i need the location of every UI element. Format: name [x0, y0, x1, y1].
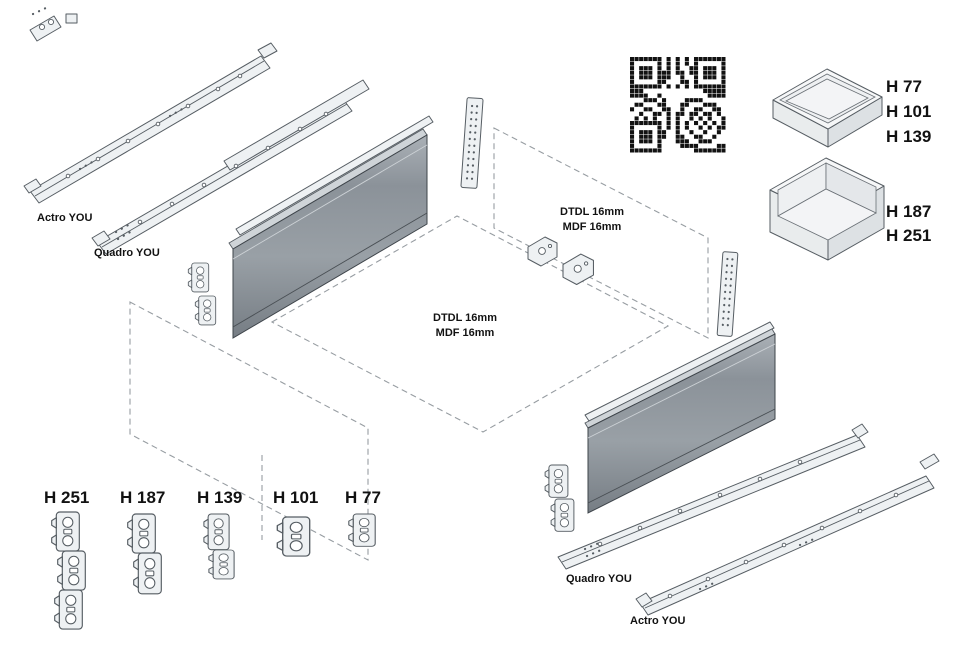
rail-body: [29, 55, 271, 204]
back-panel-label-1: DTDL 16mm: [560, 206, 624, 218]
front-bracket-icon: [348, 513, 376, 547]
front-bracket-label: H 251: [44, 488, 89, 507]
front-bracket-icon: [203, 513, 230, 551]
front-bracket-icon: [133, 552, 162, 595]
bottom-panel-label-1: DTDL 16mm: [433, 312, 497, 324]
front-bracket-icon: [57, 550, 86, 591]
coupling-clip-icon: [550, 498, 575, 532]
coupling-clip-icon: [544, 464, 569, 498]
panel-face: [232, 134, 428, 339]
coupling-brackets-right: [544, 464, 575, 532]
drawer-box-shallow: [772, 68, 883, 148]
slide-rail-quadro-top: Quadro YOU: [91, 79, 370, 259]
back-panel-dashed: DTDL 16mm MDF 16mm: [493, 127, 709, 339]
front-bracket-icon: [54, 589, 83, 630]
angle-bracket-2: [562, 253, 594, 286]
panel-face: [587, 333, 776, 514]
fitting-body: [29, 15, 62, 42]
mounting-strip-back: [716, 251, 739, 337]
rail-inner-member: [223, 79, 370, 171]
back-panel-outline: [493, 127, 709, 339]
height-label-h251: H 251: [886, 226, 931, 245]
bottom-panel-dashed: DTDL 16mm MDF 16mm: [270, 215, 670, 433]
slide-rail-actro-bottom: Actro YOU: [630, 453, 940, 627]
drawer-side-panel-right: [584, 328, 776, 514]
coupling-clip-icon: [194, 295, 217, 326]
qr-code: [630, 57, 726, 153]
front-bracket-label: H 139: [197, 488, 242, 507]
mounting-strip-front: [460, 97, 484, 189]
end-cap-fitting: [29, 5, 78, 42]
rail-body: [639, 475, 935, 616]
front-bracket-set-h251: H 251: [44, 488, 89, 630]
slide-rail-actro-top: Actro YOU: [23, 42, 278, 224]
bottom-panel-label-2: MDF 16mm: [436, 327, 495, 339]
height-label-h187: H 187: [886, 202, 931, 221]
front-panel-outline: [129, 301, 369, 561]
rail-label-quadro-top: Quadro YOU: [94, 247, 160, 259]
back-panel-label-2: MDF 16mm: [563, 221, 622, 233]
front-bracket-label: H 187: [120, 488, 165, 507]
coupling-clip-icon: [187, 262, 210, 293]
front-bracket-set-h101: H 101: [273, 488, 318, 557]
rail-label-quadro-bottom: Quadro YOU: [566, 573, 632, 585]
drawer-box-deep: [769, 157, 885, 261]
angle-bracket-1: [527, 236, 558, 267]
front-bracket-icon: [276, 516, 311, 557]
front-bracket-icon: [51, 511, 80, 552]
drawer-side-panel-left: [228, 128, 428, 339]
front-bracket-label: H 101: [273, 488, 318, 507]
front-bracket-icon: [127, 513, 156, 554]
front-bracket-set-h187: H 187: [120, 488, 165, 595]
height-label-h101: H 101: [886, 102, 931, 121]
slide-rail-quadro-bottom: Quadro YOU: [557, 423, 869, 585]
front-bracket-label: H 77: [345, 488, 381, 507]
gallery-rail-right: [584, 321, 775, 422]
gallery-rail-left: [235, 115, 434, 236]
front-bracket-set-h77: H 77: [345, 488, 381, 547]
front-bracket-icon: [208, 549, 235, 580]
front-bracket-set-h139: H 139: [197, 488, 242, 580]
front-panel-dashed: [129, 301, 369, 561]
coupling-brackets-left: [187, 262, 217, 326]
rail-label-actro-bottom: Actro YOU: [630, 615, 685, 627]
rail-body: [557, 434, 866, 570]
rail-label-actro-top: Actro YOU: [37, 212, 92, 224]
bottom-panel-outline: [270, 215, 670, 433]
height-label-h139: H 139: [886, 127, 931, 146]
height-label-h77: H 77: [886, 77, 922, 96]
